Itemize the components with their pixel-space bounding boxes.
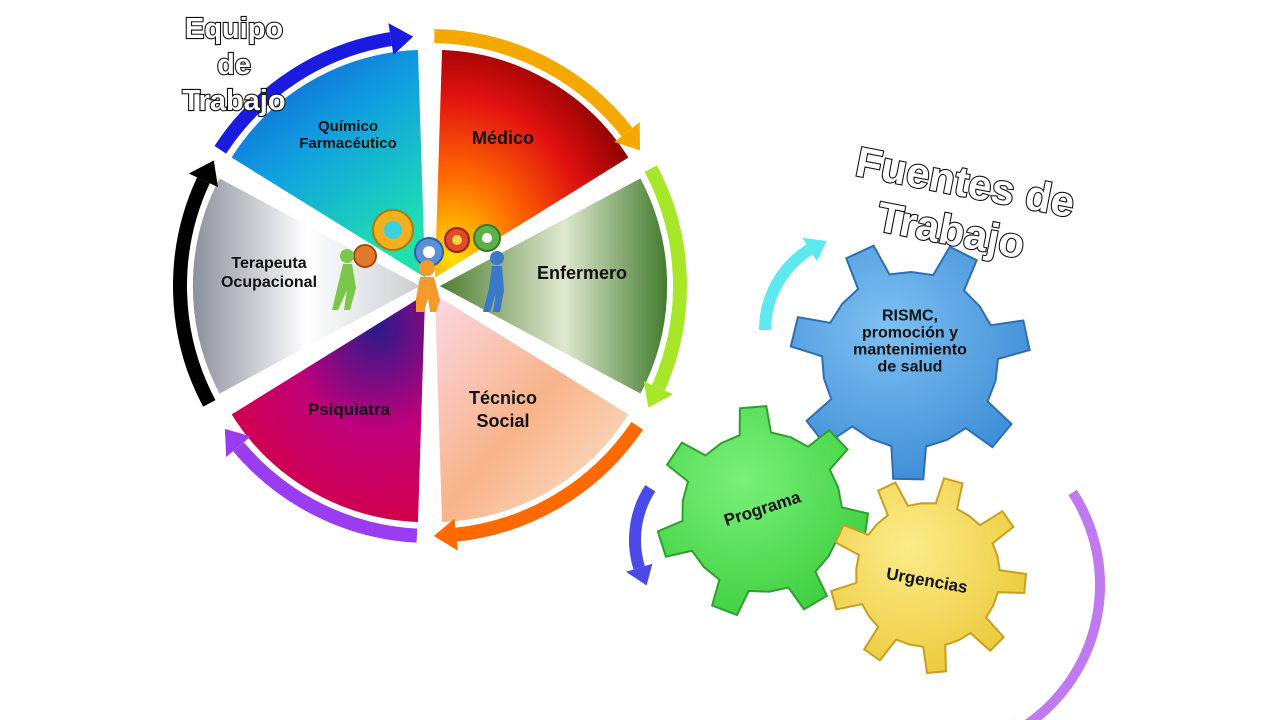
team-title-line-2: de (217, 49, 251, 81)
person-green-icon (332, 249, 356, 310)
segment-enfermero (433, 174, 671, 398)
arrow-violet (1024, 489, 1105, 720)
segment-label-enfermero: Enfermero (537, 263, 627, 283)
team-wheel-arrows (173, 23, 687, 551)
arrow-purple (233, 442, 418, 543)
segment-label-psiquiatra: Psiquiatra (308, 400, 391, 419)
arrow-orange-bottom (455, 421, 644, 542)
arrow-blue-head (388, 23, 414, 55)
segment-label-line: Químico (318, 118, 378, 135)
arrow-blue-small-head (625, 563, 653, 586)
team-title: Equipo de Trabajo (181, 12, 286, 118)
arrow-orange-top-head (614, 122, 640, 151)
gear-rismc-icon (789, 244, 1031, 481)
team-title-line-3: Trabajo (182, 85, 285, 117)
arrow-cyan-head (802, 237, 827, 262)
arrow-cyan (759, 244, 813, 331)
sources-gears (656, 244, 1031, 675)
segment-psiquiatra (227, 288, 429, 526)
arrow-orange-top (434, 29, 633, 137)
arrow-black-head (188, 160, 219, 188)
segment-label-line: Ocupacional (221, 274, 317, 291)
arrow-lime (644, 165, 687, 391)
person-blue-icon (483, 251, 504, 312)
arrow-blue (214, 32, 392, 154)
team-title-line-1: Equipo (185, 13, 283, 45)
arrow-purple-head (224, 428, 251, 458)
segment-label-line: Enfermero (537, 263, 627, 283)
segment-label-line: Farmacéutico (299, 135, 397, 152)
segment-label-line: Terapeuta (231, 255, 306, 272)
sources-arrows (625, 237, 1105, 720)
gear-urgencias-icon (830, 477, 1028, 675)
arrow-black (173, 177, 216, 407)
teamwork-gears-people-icon (332, 209, 504, 312)
small-gear-icon (353, 209, 501, 268)
gear-programa-icon (656, 405, 870, 617)
person-orange-icon (416, 260, 440, 312)
segment-label-line: Social (476, 411, 529, 431)
arrow-blue-small (629, 484, 656, 570)
gear-label-line: de salud (878, 359, 943, 376)
segment-tecnico (431, 288, 633, 526)
gear-label-line: mantenimiento (853, 342, 967, 359)
segment-label-medico: Médico (472, 128, 534, 148)
segment-label-line: Médico (472, 128, 534, 148)
segment-label-line: Técnico (469, 388, 537, 408)
arrow-lime-head (643, 381, 674, 408)
arrow-orange-bottom-head (433, 518, 458, 551)
segment-label-line: Psiquiatra (308, 400, 391, 419)
segment-terapeuta (189, 174, 427, 398)
gear-label-line: promoción y (862, 325, 958, 342)
gear-label-line: RISMC, (882, 308, 938, 325)
